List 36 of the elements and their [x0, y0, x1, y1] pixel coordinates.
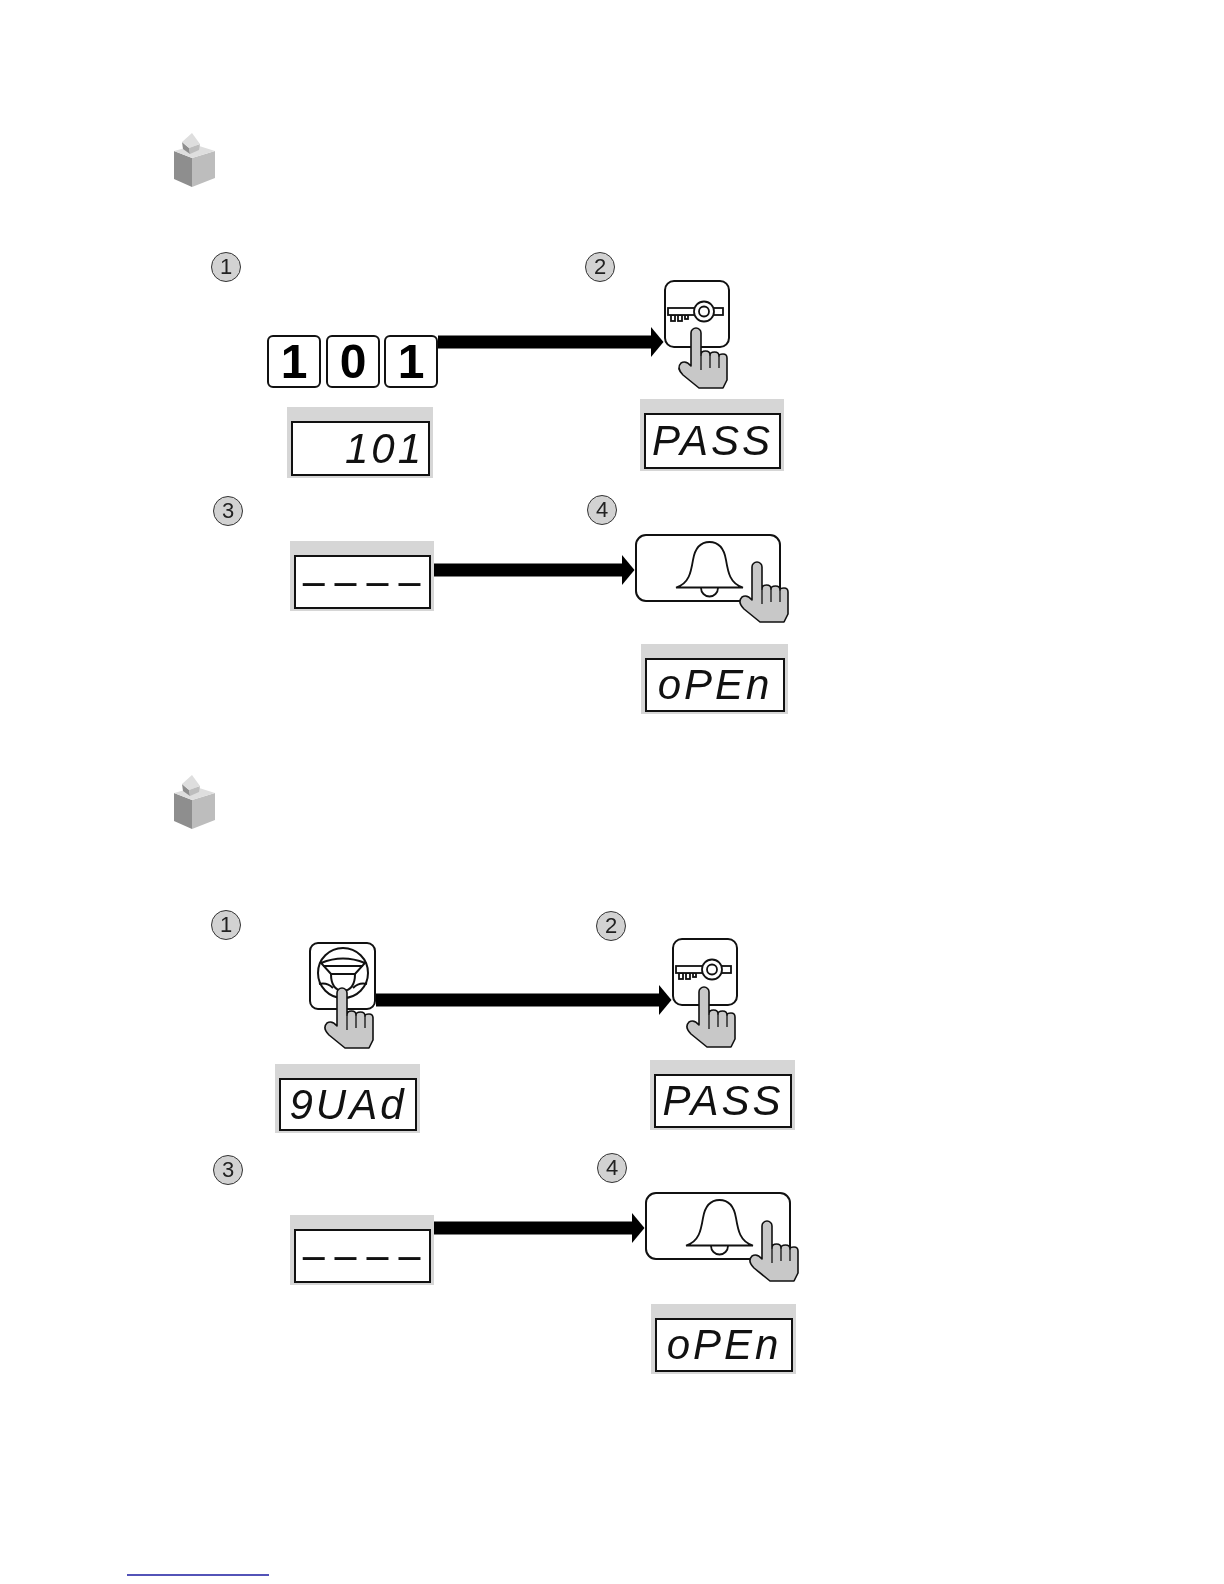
step-number: 1	[211, 252, 241, 282]
keypad-key: 1	[384, 335, 438, 388]
lcd-display	[275, 1064, 420, 1133]
display-readout: oPEn	[666, 1324, 782, 1366]
step-number: 3	[213, 496, 243, 526]
bell-button-press-drawing	[645, 1192, 800, 1283]
display-readout: oPEn	[657, 664, 773, 706]
lcd-display	[651, 1304, 796, 1374]
lcd-display	[287, 407, 433, 478]
arrow	[434, 554, 635, 586]
lcd-display	[650, 1060, 795, 1130]
lcd-display	[640, 399, 784, 471]
display-readout: PASS	[662, 1080, 784, 1122]
step-number: 4	[597, 1153, 627, 1183]
step-number: 3	[213, 1155, 243, 1185]
display-readout: PASS	[652, 420, 773, 462]
arrow	[434, 1212, 645, 1244]
lcd-display	[641, 644, 788, 714]
display-readout: 9UAd	[289, 1083, 407, 1126]
display-readout: ----	[298, 564, 427, 600]
keypad-key: 0	[326, 335, 380, 388]
arrow	[438, 326, 664, 358]
bell-button-press-drawing	[635, 534, 790, 624]
display-readout: ----	[298, 1238, 427, 1274]
key-button-press-drawing	[672, 938, 739, 1048]
guard-button-press-drawing	[309, 942, 376, 1050]
step-number: 2	[585, 252, 615, 282]
step-number: 2	[596, 911, 626, 941]
arrow	[376, 984, 672, 1016]
display-readout: 101	[344, 427, 424, 470]
keypad-key: 1	[267, 335, 321, 388]
step-number: 1	[211, 910, 241, 940]
step-number: 4	[587, 495, 617, 525]
key-button-press-drawing	[664, 280, 731, 390]
lcd-display	[290, 1215, 434, 1285]
lcd-display	[290, 541, 434, 611]
